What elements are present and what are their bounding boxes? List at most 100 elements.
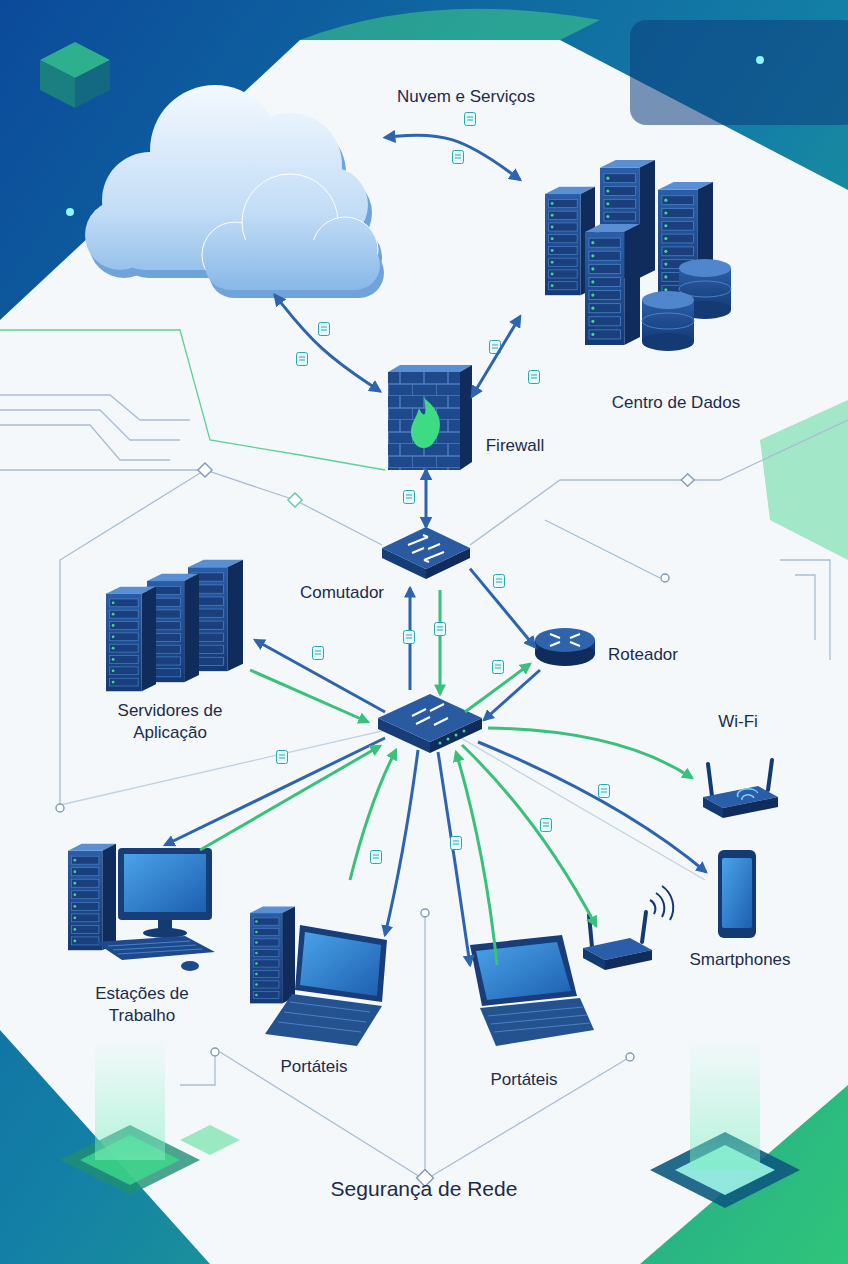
laptop-icon <box>278 1002 370 1032</box>
data-packet <box>277 751 288 764</box>
workstation-icon <box>68 844 215 971</box>
traffic-arrow <box>165 588 706 965</box>
circuit-trace <box>220 1052 425 1180</box>
node-label: Smartphones <box>675 949 805 971</box>
wifi-router <box>703 797 723 818</box>
flow-connector <box>472 317 520 397</box>
router: Roteador <box>535 628 595 666</box>
circuit-node <box>661 574 669 582</box>
data-packet <box>313 647 324 660</box>
flow-connector <box>275 295 380 391</box>
data-packet <box>435 623 446 636</box>
router-icon <box>535 628 595 666</box>
circuit-trace <box>180 1052 215 1085</box>
router-icon <box>535 628 595 652</box>
traffic-arrow <box>200 746 380 850</box>
circuit-trace <box>430 720 705 880</box>
bottom-pedestal <box>60 1040 800 1208</box>
background <box>0 40 848 1264</box>
traffic-arrow <box>165 738 385 845</box>
circuit-trace <box>780 560 830 660</box>
workstation-icon <box>95 936 215 960</box>
firewall-icon <box>411 398 440 448</box>
data-packet <box>494 575 505 588</box>
circuit-trace <box>0 470 382 545</box>
traffic-arrow <box>456 752 497 965</box>
database-cylinder <box>642 313 694 329</box>
laptop-icon <box>250 907 594 1046</box>
node-label: Firewall <box>470 435 560 457</box>
laptop-icon <box>250 907 295 1004</box>
wifi-router <box>583 760 778 970</box>
server-rack <box>545 160 713 345</box>
data-packet <box>404 491 415 504</box>
hub-icon <box>447 738 450 741</box>
router-icon <box>550 634 580 646</box>
hub-icon <box>378 694 482 753</box>
node-label: Comutador <box>277 582 407 604</box>
traffic-arrow <box>250 670 368 722</box>
workstation-icon <box>181 961 199 971</box>
switch-icon <box>382 527 470 579</box>
circuit-node <box>56 804 64 812</box>
cloud-icon <box>205 240 380 290</box>
data-center: Centro de Dados <box>520 155 735 345</box>
circuit-node <box>198 463 212 477</box>
server-rack <box>585 224 640 345</box>
laptop-icon <box>265 994 382 1046</box>
data-packet <box>319 323 330 336</box>
data-packet <box>297 353 308 366</box>
node-label: Nuvem e Serviços <box>376 86 556 108</box>
node-label: Centro de Dados <box>586 392 766 414</box>
smartphone-icon <box>718 850 756 938</box>
laptop-icon <box>295 925 387 1002</box>
circuit-trace <box>0 330 385 470</box>
cloud-service: Nuvem e Serviços <box>95 85 385 295</box>
laptop-icon <box>488 1007 590 1032</box>
smartphone-icon <box>718 850 756 938</box>
node-label: Portáteis <box>474 1069 574 1091</box>
data-packet <box>529 371 540 384</box>
database-cylinder <box>679 259 731 277</box>
wifi-router <box>650 886 673 920</box>
traffic-arrow <box>488 728 692 778</box>
firewall-icon <box>388 365 472 372</box>
hub-icon <box>463 730 466 733</box>
flow-connector <box>385 135 520 180</box>
workstation-icon <box>124 854 206 912</box>
network-switch: Comutador <box>382 527 470 579</box>
background <box>760 400 848 560</box>
workstation: Estações de Trabalho <box>68 840 218 965</box>
hub-icon <box>378 694 482 742</box>
circuit-trace <box>795 575 815 640</box>
bottom-pedestal <box>180 1125 240 1155</box>
circuit-node <box>211 1048 219 1056</box>
wifi-access: Wi-Fi <box>700 760 780 812</box>
traffic-arrow <box>478 742 706 872</box>
firewall: Firewall <box>380 365 472 470</box>
data-packet <box>453 151 464 164</box>
circuit-trace <box>425 1057 630 1180</box>
wifi-router <box>605 950 652 970</box>
workstation-icon <box>68 844 116 950</box>
hub-icon <box>455 734 458 737</box>
background <box>756 56 764 64</box>
wifi-router <box>723 797 778 818</box>
laptop-icon <box>470 935 577 1006</box>
circuit-trace <box>0 330 848 1180</box>
hub-icon <box>412 704 448 725</box>
data-packet <box>541 819 552 832</box>
circuit-node <box>421 909 429 917</box>
workstation-icon <box>118 848 212 920</box>
traffic-arrow <box>462 745 596 926</box>
switch-icon <box>408 535 444 562</box>
data-packet <box>599 785 610 798</box>
smartphone: Smartphones <box>716 848 758 940</box>
workstation-icon <box>108 941 202 954</box>
circuit-node <box>56 463 694 1187</box>
database-cylinder <box>642 333 694 351</box>
node-label: Portáteis <box>264 1056 364 1078</box>
app-server <box>106 560 243 691</box>
circuit-trace <box>0 425 170 460</box>
